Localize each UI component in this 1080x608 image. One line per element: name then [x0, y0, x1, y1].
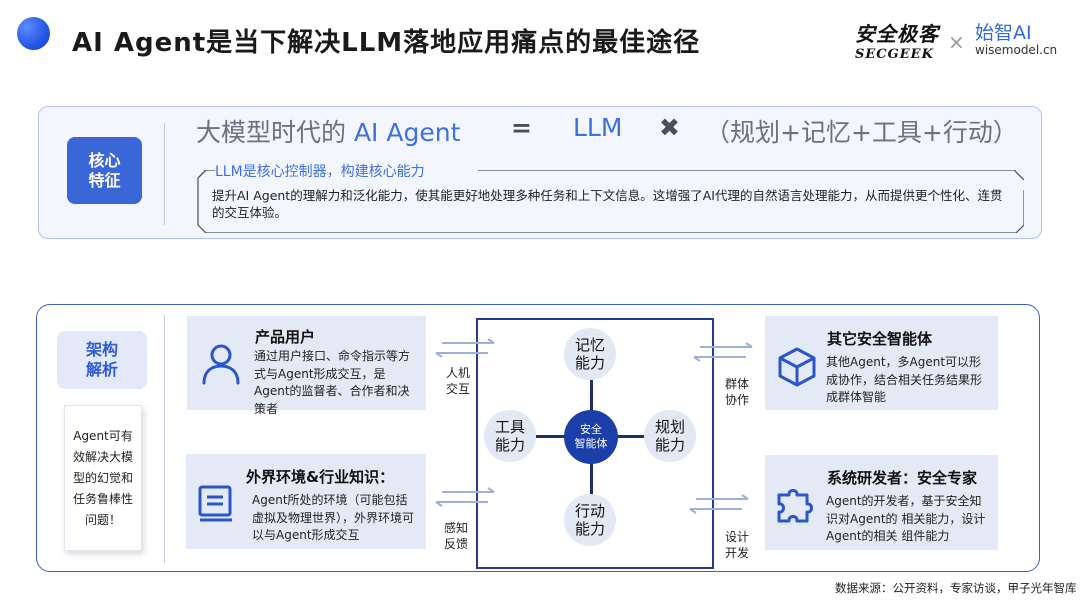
spoke-tools	[536, 435, 566, 438]
wisemodel-logo-top: 始智AI	[975, 22, 1032, 44]
formula-times: ✖	[659, 113, 680, 142]
system-dev-desc: Agent的开发者，基于安全知识对Agent的 相关能力，设计Agent的相关 …	[826, 494, 986, 543]
system-dev-title: 系统研发者：安全专家	[827, 469, 978, 487]
double-arrow-perception-icon	[435, 487, 495, 507]
spoke-action	[590, 462, 593, 496]
label-human-machine: 人机 交互	[445, 366, 470, 396]
formula-components: （规划+记忆+工具+行动）	[705, 118, 1018, 147]
spoke-planning	[616, 435, 646, 438]
formula-prefix: 大模型时代的 AI Agent	[196, 113, 460, 149]
core-description: 提升AI Agent的理解力和泛化能力，使其能更好地处理多种任务和上下文信息。这…	[212, 188, 1003, 220]
user-icon	[202, 344, 240, 385]
title-bullet-icon	[17, 17, 50, 50]
formula-ai-agent: AI Agent	[353, 118, 461, 147]
wisemodel-logo-bottom: wisemodel.cn	[975, 43, 1058, 57]
description-frame-outline	[197, 170, 1024, 233]
note-card: Agent可有效解决大模型的幻觉和任务鲁棒性问题！	[64, 405, 142, 551]
cube-icon	[778, 347, 816, 387]
other-agents-card: 其它安全智能体 其他Agent，多Agent可以形成协作，结合相关任务结果形成群…	[765, 316, 998, 410]
product-users-title: 产品用户	[255, 328, 316, 346]
memory-node: 记忆 能力	[564, 328, 616, 380]
planning-node: 规划 能力	[644, 410, 696, 462]
secgeek-logo: 安全极客 SECGEEK	[855, 18, 945, 64]
security-agent-hub: 安全 智能体	[564, 410, 618, 464]
secgeek-logo-en: SECGEEK	[855, 47, 934, 62]
formula-equals: =	[511, 113, 532, 142]
product-users-card: 产品用户 通过用户接口、命令指示等方式与Agent形成交互，是Agent的监督者…	[187, 316, 426, 416]
label-design: 设计 开发	[724, 530, 749, 560]
product-users-desc: 通过用户接口、命令指示等方式与Agent形成交互，是Agent的监督者、合作者和…	[254, 349, 411, 416]
description-frame	[196, 170, 1024, 233]
system-dev-card: 系统研发者：安全专家 Agent的开发者，基于安全知识对Agent的 相关能力，…	[765, 455, 998, 550]
environment-desc: Agent所处的环境（可能包括虚拟及物理世界），外界环境可以与Agent形成交互	[252, 493, 415, 542]
other-agents-desc: 其他Agent，多Agent可以形成协作，结合相关任务结果形成群体智能	[826, 355, 983, 404]
action-node: 行动 能力	[564, 494, 616, 546]
puzzle-icon	[777, 489, 813, 523]
tools-node: 工具 能力	[484, 410, 536, 462]
label-perception: 感知 反馈	[443, 521, 468, 551]
label-group: 群体 协作	[724, 377, 749, 407]
wisemodel-logo: 始智AI wisemodel.cn	[975, 18, 1058, 57]
environment-title: 外界环境&行业知识：	[246, 468, 395, 486]
formula-prefix-text: 大模型时代的	[196, 118, 354, 147]
core-feature-panel: 核心 特征 大模型时代的 AI Agent = LLM ✖ （规划+记忆+工具+…	[38, 106, 1042, 239]
formula-llm: LLM	[573, 113, 623, 142]
page-title: AI Agent是当下解决LLM落地应用痛点的最佳途径	[72, 28, 701, 58]
divider	[164, 123, 165, 225]
logo-separator: ×	[948, 30, 965, 54]
secgeek-logo-cn: 安全极客	[855, 22, 939, 46]
architecture-tag: 架构 解析	[57, 331, 147, 389]
data-source: 数据来源：公开资料，专家访谈，甲子光年智库	[835, 581, 1077, 595]
other-agents-title: 其它安全智能体	[827, 330, 933, 348]
double-arrow-human-machine-icon	[435, 338, 495, 358]
core-subheading: LLM是核心控制器，构建核心能力	[215, 161, 431, 181]
book-icon	[198, 485, 232, 522]
double-arrow-design-icon	[689, 494, 749, 514]
divider	[164, 315, 165, 563]
spoke-memory	[590, 378, 593, 412]
environment-card: 外界环境&行业知识： Agent所处的环境（可能包括虚拟及物理世界），外界环境可…	[186, 454, 426, 549]
double-arrow-group-icon	[693, 342, 753, 362]
core-feature-tag: 核心 特征	[67, 137, 142, 204]
